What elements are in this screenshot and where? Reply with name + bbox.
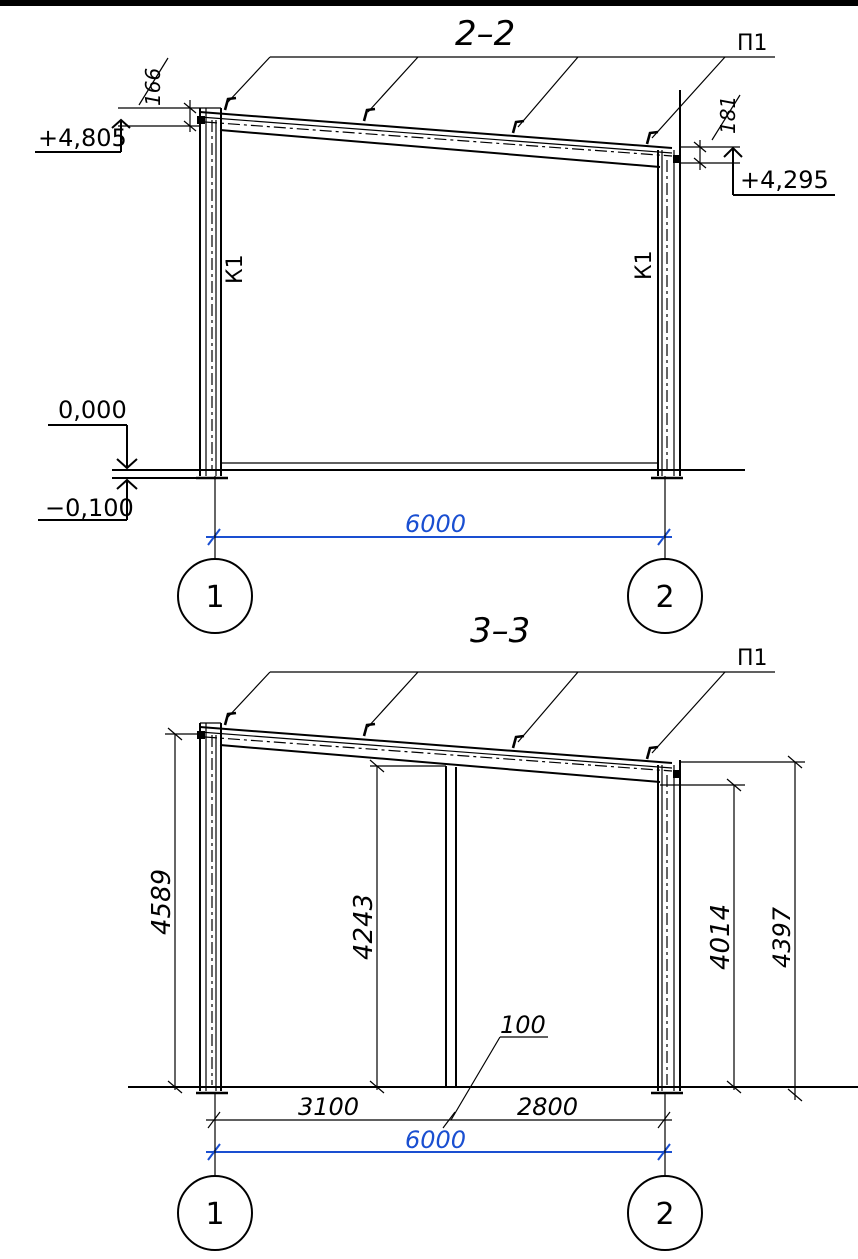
dim-100: 100 (500, 1011, 546, 1039)
slope-dim-right: 181 (680, 94, 741, 170)
dim-4014: 4014 (706, 904, 736, 970)
axis-1-2-2: 1 (205, 580, 224, 615)
column-right-3-3 (651, 760, 683, 1095)
column-right-2-2 (651, 90, 683, 480)
rafter-2-2 (199, 111, 673, 168)
height-dim-right: 4014 (660, 778, 745, 1094)
axis-2-3-3: 2 (655, 1197, 674, 1232)
section-title-3-3: 3–3 (470, 611, 530, 651)
post-width-leader: 100 (450, 1011, 548, 1121)
top-border (0, 0, 858, 6)
axis-1-3-3: 1 (205, 1197, 224, 1232)
elev-marker-ground: −0,100 (38, 477, 196, 522)
dim-3100: 3100 (298, 1093, 359, 1121)
axis-markers-2-2: 1 2 (177, 476, 703, 634)
section-2-2: 2–2 П1 (35, 14, 835, 634)
slope-dim-left: 166 (118, 57, 200, 132)
purlin-leader-3-3: П1 (227, 646, 775, 754)
elev-ground: −0,100 (45, 494, 134, 522)
elev-marker-4295: +4,295 (723, 146, 835, 196)
column-left-3-3 (196, 722, 228, 1095)
section-title-2-2: 2–2 (455, 14, 515, 54)
dim-2800: 2800 (517, 1093, 578, 1121)
rafter-3-3 (199, 726, 673, 783)
section-3-3: 3–3 П1 (128, 611, 858, 1251)
dim-4397: 4397 (768, 906, 796, 968)
elev-marker-4805: +4,805 (35, 118, 131, 153)
ground-line-2-2 (112, 462, 745, 471)
elev-4805: +4,805 (38, 124, 127, 152)
span-6000-2-2: 6000 (405, 510, 466, 538)
axis-2-2-2: 2 (655, 580, 674, 615)
purlin-symbols-3-3 (223, 711, 659, 760)
dim-4589: 4589 (147, 869, 177, 935)
middle-post-3-3 (370, 765, 457, 1087)
elev-4295: +4,295 (740, 166, 829, 194)
span-dim-2-2: 6000 (206, 510, 672, 546)
purlin-leader-2-2: П1 (227, 31, 775, 139)
purlin-label-2-2: П1 (737, 31, 768, 56)
height-dim-left: 4589 (147, 727, 200, 1094)
elev-zero: 0,000 (58, 396, 127, 424)
span-total-3-3: 6000 (206, 1126, 672, 1161)
column-left-2-2 (196, 107, 228, 480)
axis-markers-3-3: 1 2 (177, 1093, 703, 1251)
span-6000-3-3: 6000 (405, 1126, 466, 1154)
height-dim-mid: 4243 (349, 759, 385, 1094)
column-label-right-2-2: К1 (632, 250, 657, 280)
height-dim-outer: 4397 (680, 755, 805, 1102)
purlin-label-3-3: П1 (737, 646, 768, 671)
column-label-left-2-2: К1 (223, 254, 248, 284)
dim-181: 181 (716, 96, 740, 134)
purlin-symbols-2-2 (223, 96, 659, 145)
dim-4243: 4243 (349, 894, 379, 960)
elev-marker-zero: 0,000 (48, 396, 138, 470)
span-segments-3-3: 3100 2800 (206, 1093, 672, 1129)
dim-166: 166 (141, 68, 165, 106)
